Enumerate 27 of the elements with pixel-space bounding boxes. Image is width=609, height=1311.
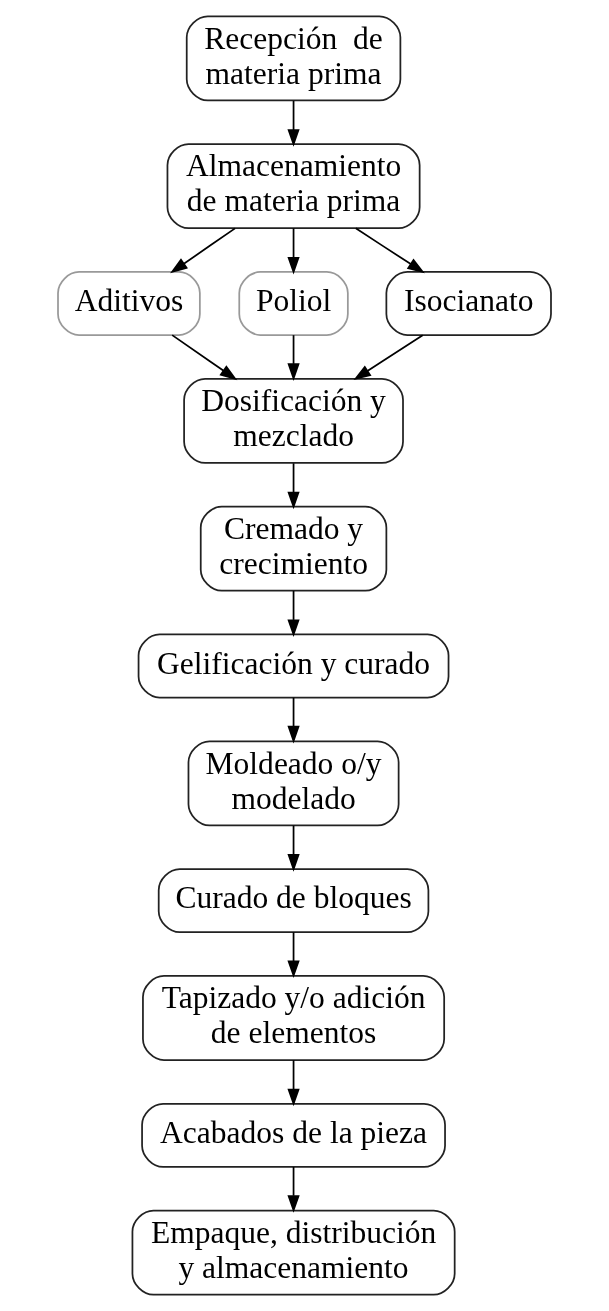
arrow: [353, 334, 424, 381]
node-box: Almacenamiento de materia prima: [166, 143, 421, 230]
arrow: [287, 824, 300, 872]
node-box: Empaque, distribución y almacenamiento: [131, 1209, 456, 1296]
arrow: [287, 99, 300, 147]
node-box: Dosificación y mezclado: [183, 377, 404, 464]
node-box: Cremado y crecimiento: [199, 505, 388, 592]
arrow: [171, 334, 238, 381]
node-box: Moldeado o/y modelado: [187, 740, 400, 827]
arrow: [354, 227, 425, 274]
node-box: Poliol: [238, 271, 349, 336]
arrow: [287, 931, 300, 979]
arrow: [287, 1166, 300, 1213]
arrow: [287, 1059, 300, 1107]
node-box: Acabados de la pieza: [141, 1102, 446, 1168]
arrow: [287, 462, 300, 510]
arrow: [287, 227, 300, 275]
node-box: Tapizado y/o adición de elementos: [142, 975, 446, 1061]
node-box: Curado de bloques: [157, 868, 430, 934]
arrow: [170, 227, 236, 274]
arrow: [287, 590, 300, 637]
node-box: Aditivos: [57, 271, 201, 336]
arrow: [287, 696, 300, 744]
node-box: Recepción de materia prima: [185, 15, 402, 102]
node-box: Isocianato: [385, 271, 552, 336]
node-box: Gelificación y curado: [137, 633, 450, 699]
arrow: [287, 334, 300, 381]
